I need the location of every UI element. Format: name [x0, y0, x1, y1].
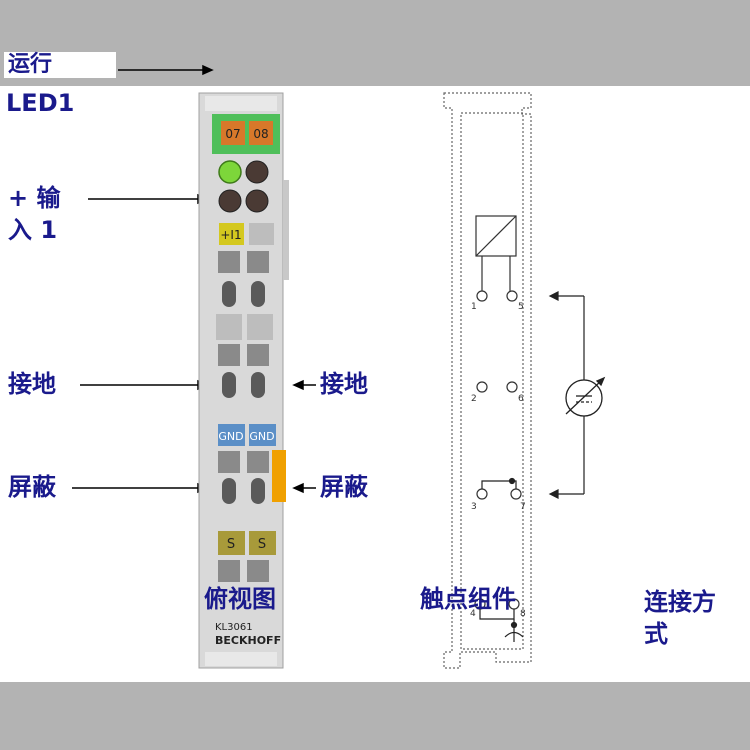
terminal-spring: [222, 372, 236, 398]
input-tag: [219, 223, 244, 245]
input-tag-label: +I1: [220, 228, 241, 242]
ground-right-arrowhead: [292, 379, 304, 391]
led-2: [245, 160, 269, 184]
terminal-spring: [251, 478, 265, 504]
contact-number: 7: [520, 502, 526, 512]
input1-label: + 输 入 1: [8, 184, 61, 244]
shield-tag-right: [249, 531, 276, 555]
converter-symbol: [475, 215, 517, 296]
led-run-green: [218, 160, 242, 184]
run-arrowhead: [202, 64, 214, 76]
gnd-label-left: GND: [218, 430, 243, 443]
terminal-housing: [198, 92, 284, 669]
jumper-3-7: [481, 480, 517, 489]
contact-jumpers: [479, 477, 524, 642]
terminal-side-rib: [283, 180, 289, 280]
terminal-slot: [218, 344, 240, 366]
contact-assembly-label: 触点组件: [420, 585, 516, 613]
contact-number: 5: [518, 302, 524, 312]
meter-diagonal: [565, 379, 603, 415]
jumper-4-8: [479, 609, 515, 620]
measurement-symbol: [565, 376, 606, 417]
run-label: 运行: [8, 52, 53, 77]
contact-1: [476, 290, 488, 302]
terminal-spring: [222, 478, 236, 504]
connection-method-label: 连接方 式: [644, 588, 716, 648]
led1-label: LED1: [6, 89, 75, 117]
terminal-slot: [247, 451, 269, 473]
terminal-blank: [216, 314, 242, 340]
contact-number: 3: [471, 502, 477, 512]
terminal-slot: [247, 344, 269, 366]
led-tag-08: [249, 121, 273, 145]
gnd-label-right: GND: [249, 430, 274, 443]
led-4: [245, 189, 269, 213]
terminal-slot: [247, 251, 269, 273]
leader-arrows: [72, 64, 316, 494]
terminal-module: 07 08 +I1 GND GND: [198, 92, 289, 669]
terminal-slot: [218, 451, 240, 473]
bracket-top-arrowhead: [548, 291, 559, 301]
meter-arrowhead: [595, 376, 606, 387]
contact-assembly-outline: [443, 92, 532, 669]
ground-symbol: [504, 631, 524, 638]
ground-left-label: 接地: [8, 370, 56, 398]
led-tag-07: [221, 121, 245, 145]
model-label: KL3061: [215, 622, 253, 633]
brand-label: BECKHOFF: [215, 634, 281, 647]
contact-2: [476, 381, 488, 393]
contact-number: 4: [470, 609, 476, 619]
bottom-band: [0, 682, 750, 750]
input-tag-blank: [249, 223, 274, 245]
contact-number: 1: [471, 302, 477, 312]
connection-bracket: [548, 291, 585, 499]
shield-right-arrowhead: [292, 482, 304, 494]
gnd-tag-right: [249, 424, 276, 446]
contact-number: 2: [471, 394, 477, 404]
converter-box: [475, 215, 517, 257]
terminal-spring: [222, 281, 236, 307]
top-view-label: 俯视图: [204, 585, 276, 613]
terminal-slot: [218, 560, 240, 582]
contact-number: 6: [518, 394, 524, 404]
shield-right-label: 屏蔽: [320, 473, 368, 501]
terminal-top-clip: [205, 96, 277, 111]
gnd-tag-left: [218, 424, 245, 446]
run-label-box: [4, 52, 116, 78]
top-band: [0, 0, 750, 86]
led-label-07: 07: [225, 127, 240, 141]
ground-right-label: 接地: [320, 370, 368, 398]
terminal-bottom-clip: [205, 652, 277, 666]
shield-tag-label-right: S: [258, 537, 266, 552]
contact-assembly-inner: [460, 112, 524, 650]
contact-7: [510, 488, 522, 500]
bracket-bottom-arrowhead: [548, 489, 559, 499]
shield-bar: [272, 450, 286, 502]
terminal-contacts: [216, 251, 273, 398]
shield-contacts: [218, 450, 286, 504]
shield-left-label: 屏蔽: [8, 473, 56, 501]
contact-points: [474, 290, 522, 610]
contact-assembly: [443, 92, 532, 669]
contact-5: [506, 290, 518, 302]
terminal-slot: [218, 251, 240, 273]
contact-6: [506, 381, 518, 393]
jumper-node: [508, 477, 516, 485]
terminal-blank: [247, 314, 273, 340]
contact-number: 8: [520, 609, 526, 619]
led-3: [218, 189, 242, 213]
shield-tag-left: [218, 531, 245, 555]
contact-numbers: 1 5 2 6 3 7 4 8: [470, 302, 526, 619]
terminal-spring: [251, 372, 265, 398]
terminal-spring: [251, 281, 265, 307]
converter-diagonal: [475, 215, 517, 257]
terminal-slot: [247, 560, 269, 582]
ground-node: [510, 621, 518, 629]
contact-3: [476, 488, 488, 500]
led-label-08: 08: [253, 127, 268, 141]
shield-tag-label-left: S: [227, 537, 235, 552]
